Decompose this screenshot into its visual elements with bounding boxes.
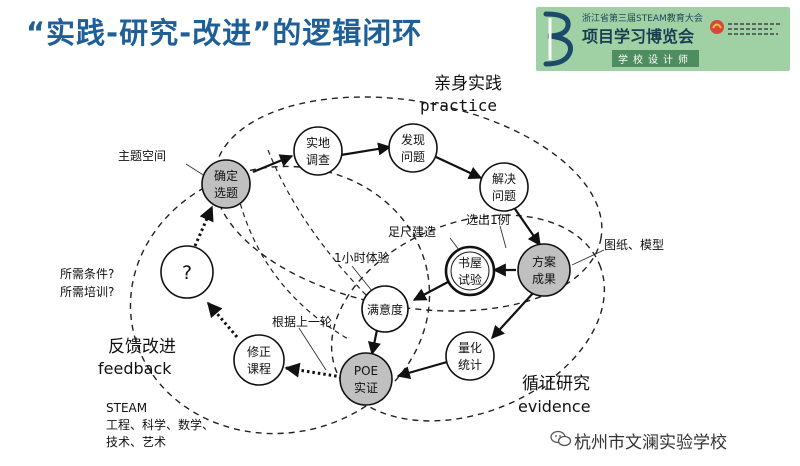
svg-text:确定: 确定: [214, 168, 238, 183]
annotation-pick-one: 选出1例: [466, 213, 510, 227]
feedback-label-cn: 反馈改进: [108, 337, 176, 357]
node-discover: 发现 问题: [388, 123, 438, 173]
svg-text:问题: 问题: [492, 189, 516, 203]
node-survey: 实地 调查: [293, 126, 343, 176]
svg-text:POE: POE: [354, 364, 378, 378]
svg-text:方案: 方案: [532, 254, 556, 269]
svg-text:满意度: 满意度: [367, 302, 403, 317]
svg-text:成果: 成果: [532, 272, 556, 286]
svg-text:书屋: 书屋: [458, 256, 482, 270]
svg-text:选题: 选题: [214, 186, 238, 200]
school-watermark: 杭州市文澜实验学校: [574, 433, 727, 453]
node-revise: 修正 课程: [233, 334, 285, 386]
evidence-label-en: evidence: [518, 397, 591, 416]
svg-text:解决: 解决: [492, 172, 516, 186]
svg-text:调查: 调查: [306, 153, 330, 167]
svg-text:实证: 实证: [354, 380, 378, 395]
svg-text:实地: 实地: [306, 135, 330, 150]
banner-expo-name: 项目学习博览会: [582, 27, 695, 46]
svg-text:修正: 修正: [247, 344, 271, 359]
node-bookstore: 书屋 试验: [444, 245, 496, 297]
svg-text:量化: 量化: [458, 341, 482, 355]
dashed-connector: [237, 194, 351, 341]
practice-label-cn: 亲身实践: [434, 74, 502, 94]
annotation-steam-subjects-1: 工程、科学、数学、: [106, 417, 214, 432]
svg-text:发现: 发现: [401, 132, 425, 147]
svg-text:试验: 试验: [458, 272, 482, 287]
evidence-label-cn: 循证研究: [522, 374, 590, 394]
annotation-prev-round: 根据上一轮: [272, 315, 332, 329]
banner-designer: 学校设计师: [612, 50, 699, 67]
dashed-connector: [267, 149, 377, 306]
practice-loop: [213, 96, 603, 312]
bs-logo-icon: [543, 11, 574, 67]
annotation-needs-training: 所需培训?: [60, 284, 114, 299]
svg-text:?: ?: [182, 262, 192, 284]
feedback-loop: [129, 165, 431, 435]
node-satisfaction: 满意度: [361, 285, 409, 333]
page-title: “实践-研究-改进”的逻辑闭环: [26, 16, 423, 50]
node-question: ?: [160, 245, 214, 299]
feedback-label-en: feedback: [98, 359, 172, 378]
evidence-loop: [330, 214, 606, 422]
node-solve: 解决 问题: [479, 162, 529, 212]
annotation-theme-space: 主题空间: [118, 149, 166, 163]
annotation-drawings: 图纸、模型: [604, 238, 664, 252]
svg-text:课程: 课程: [247, 361, 271, 376]
node-plan: 方案 成果: [517, 243, 571, 297]
practice-label-en: practice: [420, 96, 497, 115]
school-logo-icon: [710, 20, 780, 35]
annotation-steam-subjects-2: 技术、艺术: [106, 435, 166, 449]
annotation-full-scale: 足尺建造: [388, 225, 436, 239]
svg-text:问题: 问题: [401, 150, 425, 164]
banner-conference-name: 浙江省第三届STEAM教育大会: [582, 14, 703, 24]
node-quantify: 量化 统计: [445, 331, 495, 381]
annotation-needs-conditions: 所需条件?: [60, 267, 114, 281]
annotation-steam: STEAM: [106, 401, 147, 415]
node-poe: POE 实证: [339, 352, 393, 406]
annotation-one-hour: 1小时体验: [334, 250, 390, 265]
svg-text:统计: 统计: [458, 358, 482, 372]
wechat-icon: [550, 430, 572, 447]
node-topic: 确定 选题: [201, 159, 251, 209]
